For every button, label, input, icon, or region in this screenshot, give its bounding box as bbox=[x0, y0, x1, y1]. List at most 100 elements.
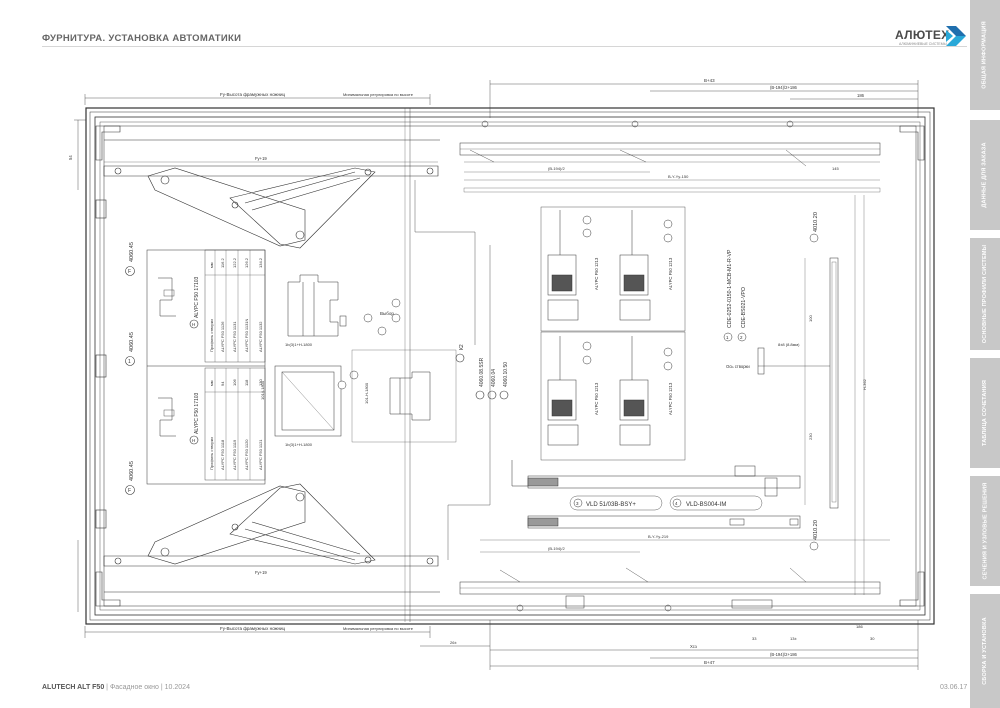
dim-b194-top: (В-194)/2 bbox=[548, 166, 565, 171]
table-b-r1c0: ALYPC F50 1119 bbox=[232, 439, 237, 470]
code-cds2: CDE-BS021-VPO bbox=[741, 287, 747, 328]
table-b-r2c1: 118 bbox=[244, 379, 249, 386]
table-a-r2c1: 126.2 bbox=[244, 257, 249, 268]
centre-guides bbox=[404, 108, 491, 622]
tab-sections[interactable]: СЕЧЕНИЯ И УЗЛОВЫЕ РЕШЕНИЯ bbox=[970, 476, 1000, 586]
top-dimensions: Fу-Высота фрамужных ножниц Минимальная р… bbox=[68, 78, 919, 190]
code-vld1: VLD 51/03B-BSY+ bbox=[586, 502, 636, 508]
svg-text:2: 2 bbox=[740, 335, 743, 340]
dim-13: 13± bbox=[790, 636, 797, 641]
dim-fy-bottom: Fу+19 bbox=[255, 570, 267, 575]
vybor-label: Выбор bbox=[380, 311, 394, 316]
table-b-r3c0: ALYPC F50 1121 bbox=[258, 439, 263, 470]
page-number: 03.06.17 bbox=[940, 684, 968, 691]
code-k5: 4060.04 bbox=[491, 369, 497, 387]
code-fr-top: 4010.20 bbox=[813, 212, 819, 232]
svg-text:F: F bbox=[128, 488, 131, 494]
svg-text:3: 3 bbox=[576, 501, 579, 506]
dim-bottom-small: Минимальная регулировка по высоте bbox=[343, 626, 414, 631]
top-track: (В-194)/2 В-Y-Yу-150 145 bbox=[459, 120, 881, 193]
page-title: ФУРНИТУРА. УСТАНОВКА АВТОМАТИКИ bbox=[42, 33, 242, 44]
hinge-code-bottom: 4060.45 bbox=[129, 461, 135, 481]
table-a-r3c0: ALYPC F50 1132 bbox=[258, 321, 263, 352]
dim-b194-bottom: (В-194)/2 bbox=[548, 546, 565, 551]
code-fr-bottom: 4010.20 bbox=[813, 520, 819, 540]
footer-meta: | Фасадное окно | 10.2024 bbox=[104, 684, 190, 691]
hinge-code-mid: 4060.45 bbox=[129, 332, 135, 352]
table-b-r0c0: ALYPC F50 1118 bbox=[220, 439, 225, 470]
dim-top-small: Минимальная регулировка по высоте bbox=[343, 92, 414, 97]
dim-side-1: 101-H-1800 bbox=[364, 382, 369, 404]
code-vld2: VLD-BS004-IM bbox=[686, 502, 726, 508]
table-b-r0c1: 94 bbox=[220, 381, 225, 386]
dim-left-top: 54 bbox=[68, 155, 73, 160]
dim-fy-top: Fу+19 bbox=[255, 156, 267, 161]
header-divider bbox=[42, 46, 967, 47]
logo-mark-icon bbox=[946, 26, 966, 46]
tab-main-profiles[interactable]: ОСНОВНЫЕ ПРОФИЛИ СИСТЕМЫ bbox=[970, 238, 1000, 350]
table-b-r2c0: ALYPC F50 1120 bbox=[244, 439, 249, 470]
table-a-r1c1: 122.2 bbox=[232, 257, 237, 268]
dim-8: 8±8 (8.8мм) bbox=[778, 342, 800, 347]
tab-order-data[interactable]: ДАННЫЕ ДЛЯ ЗАКАЗА bbox=[970, 120, 1000, 230]
section-label-1: ALYPC F50 1213 bbox=[594, 257, 599, 290]
right-actuator: 4010.20 4010.20 Н-362 100 230 8±8 (8.8мм… bbox=[723, 195, 867, 595]
table-a-r0c0: ALYPC F50 1126 bbox=[220, 321, 225, 352]
dim-33: 33 bbox=[752, 636, 757, 641]
bottom-track: В-Y-Yу-219 (В-194)/2 bbox=[459, 534, 890, 612]
bottom-scissor-arm: Fу+19 bbox=[103, 483, 439, 575]
dim-byy-top: В-Y-Yу-150 bbox=[668, 174, 689, 179]
table-b-h0: Профиль створки bbox=[209, 437, 214, 470]
svg-text:H: H bbox=[192, 322, 195, 327]
window-frame bbox=[85, 107, 935, 625]
hinge-code-top: 4060.45 bbox=[129, 242, 135, 262]
code-cds1: CDE-0252-0150-1-MCB-M1-R-VP bbox=[727, 249, 733, 328]
section-label-3: ALYPC F50 1213 bbox=[594, 382, 599, 415]
table-a-r3c1: 134.2 bbox=[258, 257, 263, 268]
footer-text: ALUTECH ALT F50 | Фасадное окно | 10.202… bbox=[42, 684, 190, 691]
tab-general-info[interactable]: ОБЩАЯ ИНФОРМАЦИЯ bbox=[970, 0, 1000, 110]
tab-assembly[interactable]: СБОРКА И УСТАНОВКА bbox=[970, 594, 1000, 708]
svg-text:4: 4 bbox=[675, 501, 678, 506]
table-a-r2c0: ALYPC F50 1131N bbox=[244, 318, 249, 352]
dim-h: Н-362 bbox=[862, 378, 867, 390]
footer-product: ALUTECH ALT F50 bbox=[42, 684, 105, 691]
table-a-r0c1: 116.2 bbox=[220, 258, 225, 268]
dim-byy-bottom: В-Y-Yу-219 bbox=[648, 534, 669, 539]
dim-b19-top: (В-194)/2+186 bbox=[770, 85, 798, 90]
table-a-h0: Профиль створки bbox=[209, 319, 214, 352]
svg-text:1: 1 bbox=[726, 335, 729, 340]
dim-230: 230 bbox=[808, 433, 813, 440]
centre-details: Выбор 1b(3)1+H-1800 1b(3)1+H-1800 101-H-… bbox=[260, 274, 457, 447]
section-label-2: ALYPC F50 1213 bbox=[668, 257, 673, 290]
code-k4: 4060.08.5SR bbox=[479, 357, 485, 387]
code-k6: 4060.10.50 bbox=[503, 362, 509, 387]
dim-b47: В+47 bbox=[704, 660, 715, 665]
table-b-r3c1: 130 bbox=[258, 379, 263, 386]
dim-side-2: 1014-1800 bbox=[260, 380, 265, 400]
top-scissor-arm: Fу+19 bbox=[103, 156, 439, 249]
logo-wordmark: АЛЮТЕХ bbox=[895, 28, 950, 42]
dim-186-bottom: 186 bbox=[856, 624, 863, 629]
brand-logo[interactable]: АЛЮТЕХ АЛЮМИНИЕВЫЕ СИСТЕМЫ bbox=[895, 24, 970, 50]
dim-145: 145 bbox=[832, 166, 839, 171]
profile-tables: H ALYPC F50 17103 Профиль створки мм ALY… bbox=[146, 249, 266, 485]
hinge-callouts: F 4060.45 1 4060.45 F 4060.45 bbox=[125, 242, 135, 495]
dim-top-label: Fу-Высота фрамужных ножниц bbox=[220, 92, 286, 97]
dim-center-2: 1b(3)1+H-1800 bbox=[285, 442, 313, 447]
dim-186-top: 186 bbox=[857, 93, 865, 98]
section-panels: ALYPC F50 1213 ALYPC F50 1213 ALYPC F50 … bbox=[540, 206, 686, 461]
bottom-dimensions: Fу-Высота фрамужных ножниц Минимальная р… bbox=[77, 540, 919, 670]
dim-b43: В+43 bbox=[704, 78, 715, 83]
dim-100: 100 bbox=[808, 315, 813, 322]
dim-center-1: 1b(3)1+H-1800 bbox=[285, 342, 313, 347]
logo-subtitle: АЛЮМИНИЕВЫЕ СИСТЕМЫ bbox=[899, 42, 947, 46]
table-a-r1c0: ALYPC F50 1131 bbox=[232, 321, 237, 352]
code-k2: К2 bbox=[459, 344, 465, 350]
tab-combination-table[interactable]: ТАБЛИЦА СОЧЕТАНИЯ bbox=[970, 358, 1000, 468]
dim-xsz: Хсз bbox=[690, 644, 697, 649]
svg-text:H: H bbox=[192, 438, 195, 443]
table-a-h1: мм bbox=[209, 262, 214, 268]
svg-text:1: 1 bbox=[128, 359, 131, 365]
profile-a-label: ALYPC F50 17103 bbox=[194, 276, 200, 318]
